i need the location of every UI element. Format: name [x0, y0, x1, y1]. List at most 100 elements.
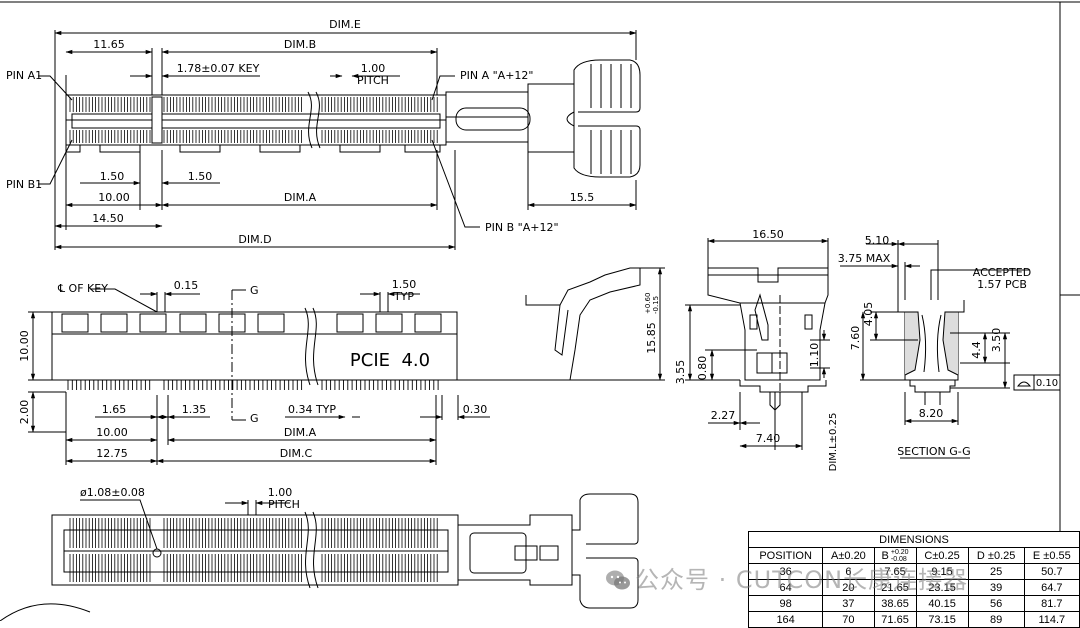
dim-c-label: DIM.C	[280, 447, 313, 460]
pin-a-end-label: PIN A "A+12"	[460, 69, 533, 82]
table-cell: 37	[822, 595, 875, 612]
w-1-35: 1.35	[182, 403, 207, 416]
table-cell: 73.15	[915, 611, 969, 628]
table-cell: 70	[822, 611, 875, 628]
w-1-50-b: 1.50	[188, 170, 213, 183]
table-header: C±0.25	[915, 547, 969, 564]
w-1-65: 1.65	[102, 403, 127, 416]
w-5-10: 5.10	[865, 234, 890, 247]
table-cell: 56	[967, 595, 1025, 612]
w-1-50-typ: 1.50	[392, 278, 417, 291]
w-0-15: 0.15	[174, 279, 199, 292]
h-4-4: 4.4	[970, 341, 983, 359]
side-pins	[67, 380, 439, 390]
table-header: A±0.20	[822, 547, 875, 564]
key-center-label: ℄ OF KEY	[57, 282, 108, 295]
table-cell: 50.7	[1023, 563, 1080, 580]
dim-a-label: DIM.A	[284, 191, 317, 204]
watermark: 公众号 · CUTCON长康连接器	[605, 560, 968, 595]
w-1-50-a: 1.50	[100, 170, 125, 183]
h-15-85: 15.85	[645, 322, 658, 354]
w-0-30: 0.30	[463, 403, 488, 416]
w-16-50: 16.50	[752, 228, 784, 241]
w-15-5: 15.5	[570, 191, 595, 204]
flatness-callout: 0.10	[1013, 374, 1061, 391]
section-mark-top: G	[250, 284, 259, 297]
typ-label: TYP	[393, 290, 414, 303]
table-cell: 39	[967, 579, 1025, 596]
top-pins	[69, 97, 438, 143]
flatness-value: 0.10	[1036, 378, 1058, 389]
side-view: ℄ OF KEY 0.15 G 1.50 TYP 10.00 2.00 15.8…	[18, 267, 665, 465]
tol-minus: -0.15	[652, 296, 660, 314]
bottom-pins	[69, 518, 438, 582]
w-10-00: 10.00	[98, 191, 130, 204]
w-14-50: 14.50	[92, 212, 124, 225]
pcb-label: 1.57 PCB	[977, 278, 1027, 291]
bottom-view: ø1.08±0.08 1.00 PITCH	[0, 486, 639, 621]
max-label: 3.75 MAX	[838, 252, 891, 265]
b-tol-plus: +0.20	[890, 548, 909, 556]
end-view: 16.50 3.55 0.80 1.10 2.27 7.40 DIM.L±0.2…	[674, 228, 839, 471]
table-header: D ±0.25	[967, 547, 1025, 564]
h-4-05: 4.05	[862, 302, 875, 327]
table-cell: 81.7	[1023, 595, 1080, 612]
dim-l-label: DIM.L±0.25	[828, 413, 839, 472]
table-cell: 64.7	[1023, 579, 1080, 596]
tol-plus: +0.60	[644, 293, 652, 314]
h-7-60: 7.60	[849, 326, 862, 351]
table-cell: 98	[747, 595, 824, 612]
table-cell: 114.7	[1023, 611, 1080, 628]
bottom-pitch-label: PITCH	[268, 498, 300, 511]
pitch-label: PITCH	[357, 74, 389, 87]
h-0-80: 0.80	[696, 356, 709, 381]
table-cell: 25	[967, 563, 1025, 580]
table-cell: 71.65	[873, 611, 917, 628]
dim-d-label: DIM.D	[238, 233, 271, 246]
b-tol-minus: -0.08	[890, 555, 907, 563]
w-10-00-side: 10.00	[96, 426, 128, 439]
table-header-b: B	[881, 549, 889, 562]
table-cell: 38.65	[873, 595, 917, 612]
h-2-00: 2.00	[18, 400, 31, 425]
accepted-label: ACCEPTED	[973, 266, 1031, 279]
table-header: B+0.20-0.08	[873, 547, 917, 564]
table-header-row: POSITION A±0.20 B+0.20-0.08 C±0.25 D ±0.…	[747, 547, 1080, 564]
dim-b-label: DIM.B	[284, 38, 316, 51]
w-0-34-typ: 0.34 TYP	[288, 403, 336, 416]
dim-a-side: DIM.A	[284, 426, 317, 439]
table-title: DIMENSIONS	[748, 531, 1080, 548]
w-12-75: 12.75	[96, 447, 128, 460]
section-view: 5.10 3.75 MAX ACCEPTED 1.57 PCB 4.05 7.6…	[838, 234, 1061, 459]
section-title: SECTION G-G	[897, 445, 970, 458]
pcie-label: PCIE 4.0	[350, 350, 430, 371]
h-3-50: 3.50	[990, 328, 1003, 353]
hole-label: ø1.08±0.08	[80, 486, 145, 499]
key-width: 1.78±0.07 KEY	[177, 62, 260, 75]
h-3-55: 3.55	[674, 360, 687, 385]
w-7-40: 7.40	[756, 432, 781, 445]
wechat-icon	[606, 570, 630, 590]
detail-circle-arc	[0, 603, 91, 621]
table-header: E ±0.55	[1023, 547, 1080, 564]
pin-a1-label: PIN A1	[6, 69, 42, 82]
w-2-27: 2.27	[711, 409, 736, 422]
dim-e-label: DIM.E	[329, 18, 361, 31]
table-cell: 9.15	[915, 563, 969, 580]
section-mark-bottom: G	[250, 412, 259, 425]
table-cell: 89	[967, 611, 1025, 628]
table-cell: 40.15	[915, 595, 969, 612]
w-8-20: 8.20	[919, 407, 944, 420]
h-1-10: 1.10	[808, 343, 821, 368]
watermark-text: 公众号 · CUTCON长康连接器	[635, 566, 969, 594]
bottom-pitch-value: 1.00	[268, 486, 293, 499]
pitch-value: 1.00	[361, 62, 386, 75]
pin-b-end-label: PIN B "A+12"	[485, 221, 559, 234]
dimensions-table: DIMENSIONS POSITION A±0.20 B+0.20-0.08 C…	[747, 531, 1080, 628]
table-title-row: DIMENSIONS	[748, 531, 1080, 548]
